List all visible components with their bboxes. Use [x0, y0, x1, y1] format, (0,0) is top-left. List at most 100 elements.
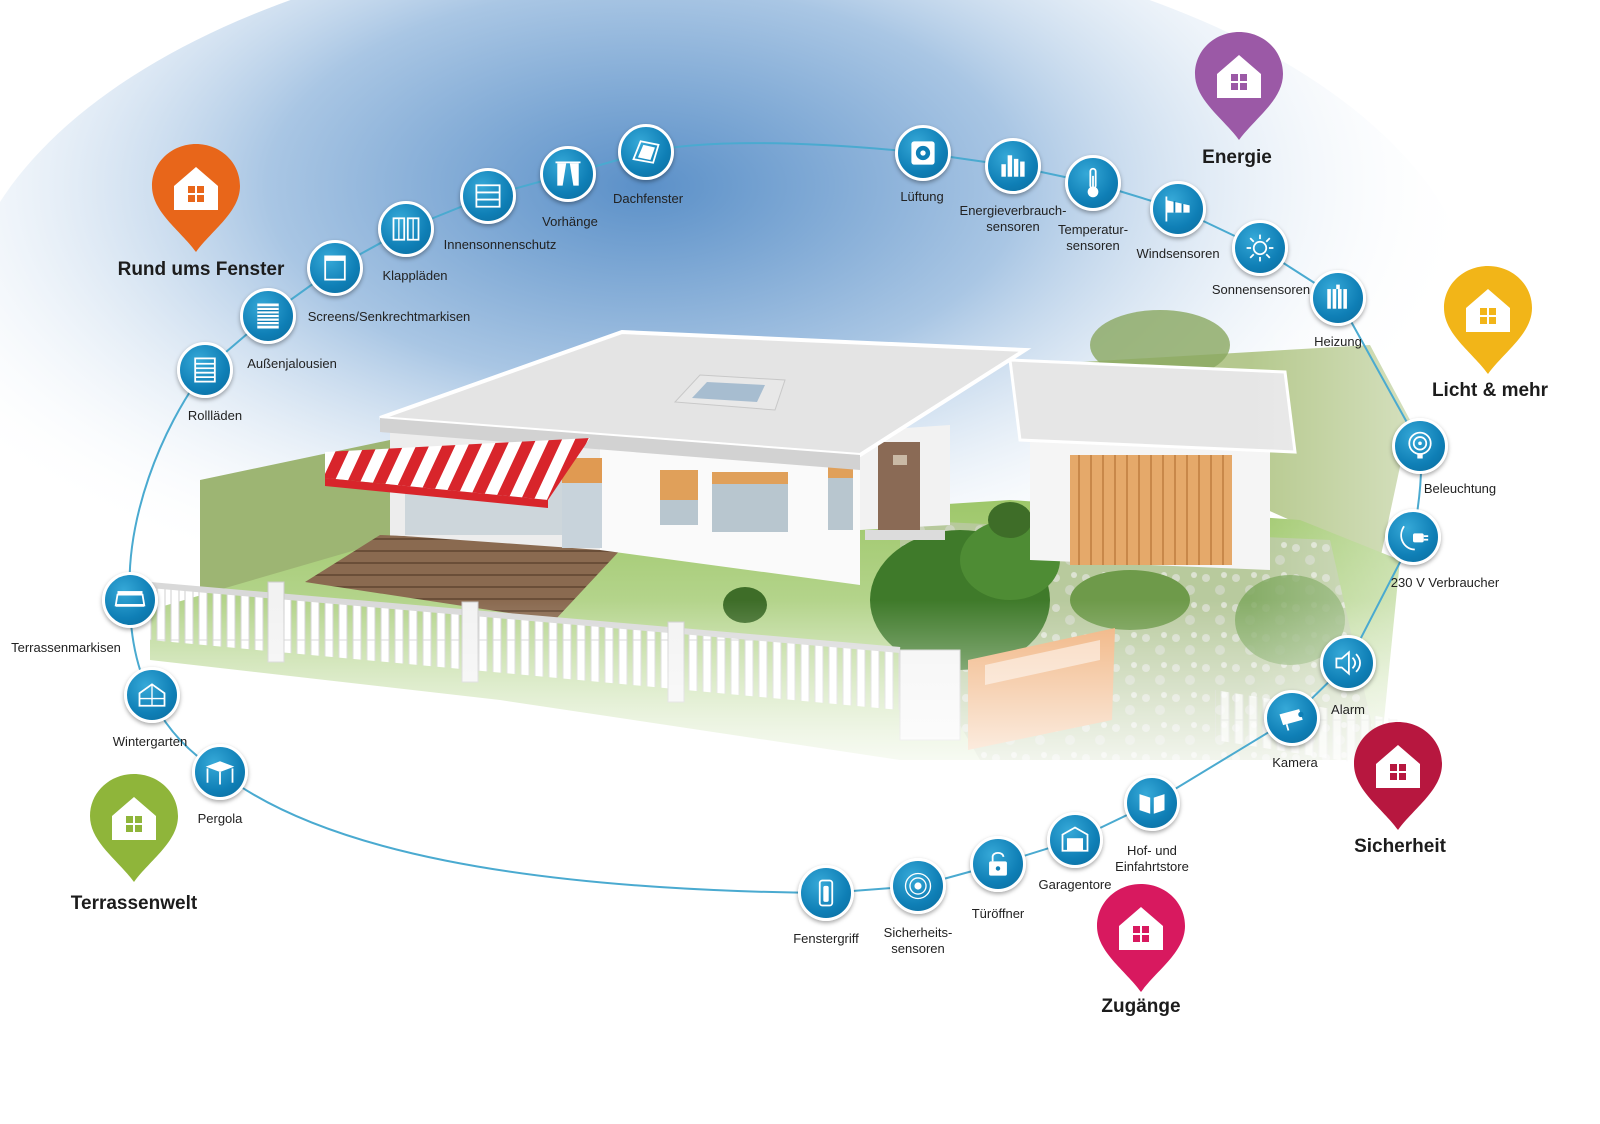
- label-dachfenster: Dachfenster: [612, 191, 684, 206]
- house-pin-icon: [1097, 884, 1185, 992]
- house-pin-icon: [152, 144, 240, 252]
- node-garagentore[interactable]: [1047, 812, 1103, 868]
- gate-icon: [1139, 794, 1165, 814]
- radiator-icon: [1327, 284, 1347, 309]
- pergola-icon: [205, 761, 235, 785]
- ventilation-icon: [911, 141, 935, 165]
- node-lueftung[interactable]: [895, 125, 951, 181]
- node-innensonnenschutz[interactable]: [460, 168, 516, 224]
- pin-terrassenwelt[interactable]: [86, 770, 182, 886]
- label-hoftore-line1: Hof- und: [1127, 843, 1177, 858]
- label-temperatur-line2: sensoren: [1066, 238, 1120, 253]
- node-beleuchtung[interactable]: [1392, 418, 1448, 474]
- speaker-icon: [1335, 650, 1361, 676]
- label-sicherheitssensoren: Sicherheits- sensoren: [884, 925, 953, 957]
- node-kamera[interactable]: [1264, 690, 1320, 746]
- category-zugaenge: Zugänge: [1101, 996, 1181, 1017]
- label-sicherheitssensoren-line1: Sicherheits-: [883, 925, 953, 940]
- awning-icon: [114, 591, 146, 607]
- node-wintergarten[interactable]: [124, 667, 180, 723]
- node-heizung[interactable]: [1310, 270, 1366, 326]
- motion-sensor-icon: [904, 872, 932, 900]
- label-wintergarten: Wintergarten: [112, 734, 188, 749]
- label-temperatur: Temperatur- sensoren: [1058, 222, 1128, 254]
- light-bulb-icon: [1408, 431, 1432, 459]
- label-sonne: Sonnensensoren: [1211, 282, 1311, 297]
- energy-meter-icon: [1001, 155, 1025, 177]
- label-sicherheitssensoren-line2: sensoren: [891, 941, 945, 956]
- node-sicherheitssensoren[interactable]: [890, 858, 946, 914]
- label-garagentore: Garagentore: [1038, 877, 1112, 892]
- garage-door-icon: [1061, 826, 1089, 852]
- category-rund-ums-fenster: Rund ums Fenster: [117, 259, 285, 280]
- label-verbraucher: 230 V Verbraucher: [1390, 575, 1500, 590]
- label-temperatur-line1: Temperatur-: [1057, 222, 1129, 237]
- node-hoftore[interactable]: [1124, 775, 1180, 831]
- node-alarm[interactable]: [1320, 635, 1376, 691]
- label-heizung: Heizung: [1314, 334, 1362, 349]
- label-energieverbrauch-line2: sensoren: [986, 219, 1040, 234]
- node-vorhaenge[interactable]: [540, 146, 596, 202]
- label-energieverbrauch-line1: Energieverbrauch-: [959, 203, 1067, 218]
- pin-zugaenge[interactable]: [1093, 880, 1189, 996]
- curtain-icon: [555, 161, 581, 186]
- node-screens[interactable]: [307, 240, 363, 296]
- node-rolllaeden[interactable]: [177, 342, 233, 398]
- label-energieverbrauch: Energieverbrauch- sensoren: [960, 203, 1067, 235]
- pin-energie[interactable]: [1191, 28, 1287, 144]
- label-vorhaenge: Vorhänge: [542, 214, 598, 229]
- label-hoftore: Hof- und Einfahrtstore: [1115, 843, 1189, 875]
- category-sicherheit: Sicherheit: [1354, 836, 1446, 857]
- label-wind: Windsensoren: [1136, 246, 1220, 261]
- node-fenstergriff[interactable]: [798, 865, 854, 921]
- category-licht-mehr: Licht & mehr: [1431, 380, 1549, 401]
- label-lueftung: Lüftung: [900, 189, 944, 204]
- roof-window-icon: [632, 140, 660, 164]
- node-wind[interactable]: [1150, 181, 1206, 237]
- thermometer-icon: [1087, 167, 1099, 198]
- label-klapplaeden: Klappläden: [382, 268, 448, 283]
- node-pergola[interactable]: [192, 744, 248, 800]
- door-lock-icon: [989, 851, 1007, 876]
- label-rolllaeden: Rollläden: [187, 408, 243, 423]
- node-dachfenster[interactable]: [618, 124, 674, 180]
- label-screens: Screens/Senkrechtmarkisen: [307, 309, 471, 324]
- screen-icon: [324, 255, 346, 281]
- node-sonne[interactable]: [1232, 220, 1288, 276]
- power-plug-icon: [1400, 525, 1429, 551]
- node-energieverbrauch[interactable]: [985, 138, 1041, 194]
- node-klapplaeden[interactable]: [378, 201, 434, 257]
- label-tueroeffner: Türöffner: [971, 906, 1025, 921]
- node-terrassenmarkisen[interactable]: [102, 572, 158, 628]
- venetian-blind-icon: [257, 303, 279, 329]
- sun-icon: [1246, 234, 1274, 262]
- category-terrassenwelt: Terrassenwelt: [70, 893, 198, 914]
- label-aussenjalousien: Außenjalousien: [247, 356, 337, 371]
- label-pergola: Pergola: [197, 811, 243, 826]
- pin-rund-ums-fenster[interactable]: [148, 140, 244, 256]
- indoor-blind-icon: [475, 184, 501, 208]
- label-hoftore-line2: Einfahrtstore: [1115, 859, 1189, 874]
- label-alarm: Alarm: [1331, 702, 1365, 717]
- label-beleuchtung: Beleuchtung: [1423, 481, 1497, 496]
- node-temperatur[interactable]: [1065, 155, 1121, 211]
- pin-sicherheit[interactable]: [1350, 718, 1446, 834]
- house-pin-icon: [1444, 266, 1532, 374]
- conservatory-icon: [138, 683, 166, 707]
- house-pin-icon: [1354, 722, 1442, 830]
- category-energie: Energie: [1202, 147, 1272, 168]
- window-handle-icon: [818, 879, 834, 907]
- label-terrassenmarkisen: Terrassenmarkisen: [11, 640, 121, 655]
- camera-icon: [1279, 709, 1304, 731]
- windsock-icon: [1165, 196, 1190, 222]
- label-kamera: Kamera: [1272, 755, 1318, 770]
- label-fenstergriff: Fenstergriff: [793, 931, 859, 946]
- folding-shutter-icon: [392, 217, 420, 241]
- node-tueroeffner[interactable]: [970, 836, 1026, 892]
- label-innensonnenschutz: Innensonnenschutz: [443, 237, 557, 252]
- pin-licht-mehr[interactable]: [1440, 262, 1536, 378]
- house-pin-icon: [90, 774, 178, 882]
- node-aussenjalousien[interactable]: [240, 288, 296, 344]
- node-verbraucher[interactable]: [1385, 509, 1441, 565]
